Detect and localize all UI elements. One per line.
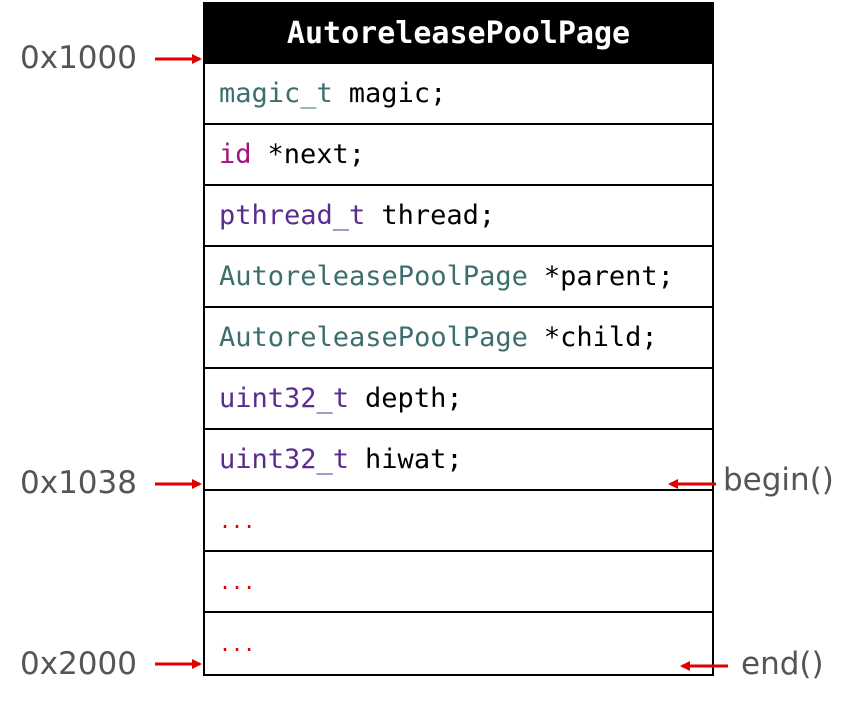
field-name: depth; [365, 383, 463, 414]
ellipsis-text: ... [219, 569, 256, 594]
field-name: *child; [543, 322, 658, 353]
struct-title: AutoreleasePoolPage [205, 4, 712, 64]
field-row-parent: AutoreleasePoolPage *parent; [205, 247, 712, 308]
field-name: *next; [267, 139, 366, 170]
field-type: id [219, 139, 252, 170]
field-name: thread; [381, 200, 496, 231]
begin-marker-label: begin() [723, 462, 834, 498]
field-type: AutoreleasePoolPage [219, 322, 528, 353]
end-marker-label: end() [741, 646, 824, 682]
field-row-hiwat: uint32_t hiwat; [205, 430, 712, 491]
address-label-begin: 0x1038 [20, 465, 137, 501]
ellipsis-text: ... [219, 508, 256, 533]
ellipsis-row: ... [205, 491, 712, 552]
field-row-magic: magic_t magic; [205, 64, 712, 125]
field-name: hiwat; [365, 444, 463, 475]
field-row-next: id *next; [205, 125, 712, 186]
field-type: pthread_t [219, 200, 366, 231]
field-row-thread: pthread_t thread; [205, 186, 712, 247]
field-row-child: AutoreleasePoolPage *child; [205, 308, 712, 369]
field-row-depth: uint32_t depth; [205, 369, 712, 430]
field-type: uint32_t [219, 383, 350, 414]
address-label-end: 0x2000 [20, 646, 137, 682]
field-type: AutoreleasePoolPage [219, 261, 528, 292]
address-label-start: 0x1000 [20, 40, 137, 76]
ellipsis-row: ... [205, 613, 712, 674]
page-struct-box: AutoreleasePoolPage magic_t magic; id *nex… [203, 2, 714, 676]
field-type: uint32_t [219, 444, 350, 475]
ellipsis-text: ... [219, 631, 256, 656]
field-name: *parent; [543, 261, 674, 292]
field-name: magic; [348, 78, 447, 109]
ellipsis-row: ... [205, 552, 712, 613]
field-type: magic_t [219, 78, 333, 109]
